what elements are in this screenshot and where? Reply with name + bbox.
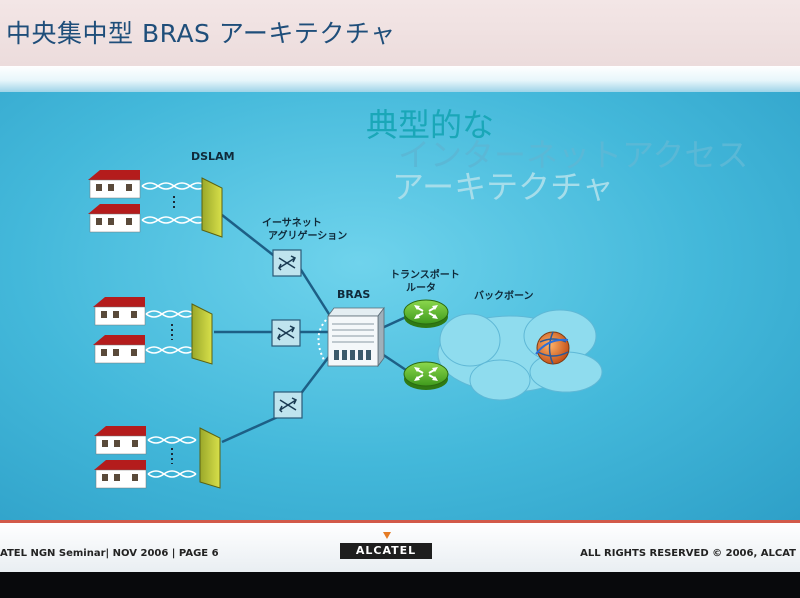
heading-line-3: アーキテクチャ — [392, 168, 614, 206]
ethernet-aggregation-label-line1: イーサネット — [262, 218, 322, 229]
bras-label: BRAS — [337, 288, 371, 301]
link-bras-router1 — [381, 315, 407, 330]
footer-rule — [0, 520, 800, 523]
ethernet-switch-icon — [272, 249, 302, 277]
slide-footer: ATEL NGN Seminar| NOV 2006 | PAGE 6 ALCA… — [0, 523, 800, 572]
link-dslam3-switch3 — [221, 413, 283, 444]
slide-content: 典型的な インターネットアクセス アーキテクチャ DSLAM イーサネット アグ… — [0, 92, 800, 520]
footer-right-text: ALL RIGHTS RESERVED © 2006, ALCAT — [580, 548, 796, 559]
screen-bezel — [0, 572, 800, 598]
dslam-icon — [201, 177, 223, 238]
slide-header: 中央集中型 BRAS アーキテクチャ — [0, 0, 800, 66]
link-bras-router2 — [381, 352, 407, 372]
backbone-label: バックボーン — [474, 291, 534, 302]
dsl-line — [145, 346, 195, 354]
dsl-line — [141, 216, 207, 224]
bras-dotted-arc — [317, 319, 327, 361]
globe-icon — [535, 331, 570, 365]
footer-left-text: ATEL NGN Seminar| NOV 2006 | PAGE 6 — [0, 548, 219, 559]
house-icon — [94, 426, 147, 455]
access-site-group-2 — [93, 297, 213, 365]
alcatel-logo-mark-icon — [383, 532, 391, 539]
backbone-cloud-icon — [437, 309, 603, 401]
ethernet-switch-icon — [271, 319, 301, 347]
access-site-group-1 — [88, 170, 223, 238]
dsl-line — [147, 436, 197, 444]
dslam-label: DSLAM — [191, 150, 235, 163]
dslam-icon — [191, 303, 213, 365]
transport-router-label-line2: ルータ — [406, 283, 436, 294]
heading-line-1: 典型的な — [366, 106, 495, 144]
access-site-group-3 — [94, 426, 221, 489]
heading-line-2: インターネットアクセス — [398, 136, 749, 174]
dsl-line — [141, 182, 207, 190]
house-icon — [88, 170, 141, 199]
slide-title: 中央集中型 BRAS アーキテクチャ — [6, 19, 396, 48]
header-stripe — [0, 66, 800, 92]
dsl-line — [145, 310, 195, 318]
network-diagram — [88, 170, 603, 489]
house-icon — [94, 460, 147, 489]
link-switch1-bras — [294, 261, 336, 323]
router-icon — [403, 299, 449, 328]
dsl-line — [147, 470, 197, 478]
dslam-icon — [199, 427, 221, 489]
house-icon — [88, 204, 141, 233]
transport-router-label-line1: トランスポート — [390, 270, 460, 281]
ethernet-aggregation-label-line2: アグリゲーション — [268, 231, 348, 242]
bras-chassis-icon — [327, 306, 385, 368]
router-icon — [403, 361, 449, 390]
ethernet-switch-icon — [273, 391, 303, 419]
house-icon — [93, 335, 146, 364]
alcatel-logo: ALCATEL — [340, 543, 432, 559]
house-icon — [93, 297, 146, 326]
link-dslam1-switch1 — [221, 214, 283, 263]
